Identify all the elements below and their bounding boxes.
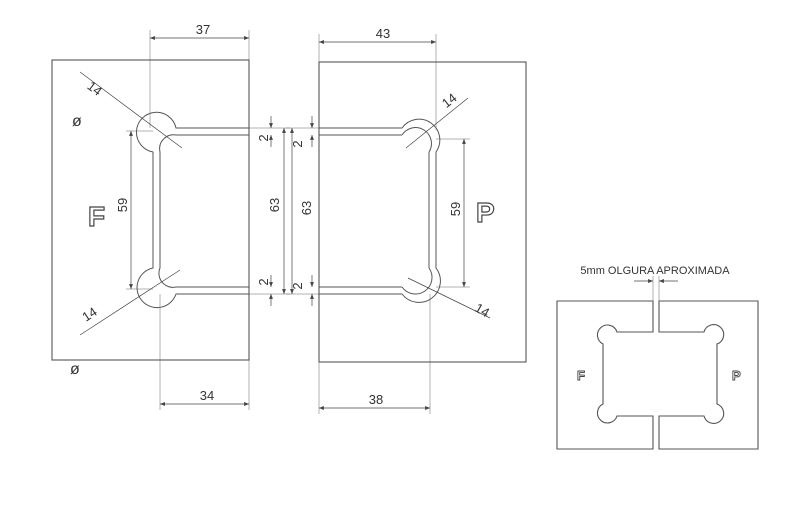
right-gap-bottom-label: 2 bbox=[290, 282, 305, 289]
left-radius-bottom-label: 14 bbox=[79, 304, 99, 324]
right-gap-top-label: 2 bbox=[290, 140, 305, 147]
left-outer-height-label: 63 bbox=[267, 198, 282, 212]
left-gap-top-label: 2 bbox=[256, 134, 271, 141]
right-bottom-width-label: 38 bbox=[369, 392, 383, 407]
left-plate-outline bbox=[51, 59, 250, 361]
right-radius-bottom-label: 14 bbox=[472, 300, 492, 320]
left-bottom-width-label: 34 bbox=[200, 388, 214, 403]
right-cutout-outline bbox=[319, 118, 441, 303]
right-letter: P bbox=[476, 197, 495, 228]
left-gap-bottom-label: 2 bbox=[256, 278, 271, 285]
right-part: 43 38 59 63 2 2 14 14 P bbox=[286, 26, 527, 414]
assembly-letter-right: P bbox=[732, 368, 741, 383]
right-plate-outline bbox=[318, 61, 527, 363]
left-symbol-top: ø bbox=[72, 113, 82, 130]
right-top-width-label: 43 bbox=[376, 26, 390, 41]
assembly-view: 5mm OLGURA APROXIMADA F P bbox=[556, 265, 759, 450]
assembly-left-half bbox=[556, 300, 654, 450]
left-symbol-bottom: ø bbox=[70, 361, 80, 378]
left-top-width-label: 37 bbox=[196, 22, 210, 37]
left-letter: F bbox=[88, 201, 105, 232]
assembly-letter-left: F bbox=[577, 368, 585, 383]
right-inner-height-label: 59 bbox=[448, 202, 463, 216]
right-outer-height-label: 63 bbox=[299, 201, 314, 215]
left-inner-height-label: 59 bbox=[115, 198, 130, 212]
clearance-note: 5mm OLGURA APROXIMADA bbox=[580, 265, 730, 277]
left-part: 37 34 59 63 2 2 14 14 F ø ø bbox=[51, 22, 290, 410]
assembly-right-half bbox=[658, 300, 759, 450]
left-radius-top-label: 14 bbox=[84, 78, 105, 99]
left-cutout-outline bbox=[135, 111, 249, 309]
